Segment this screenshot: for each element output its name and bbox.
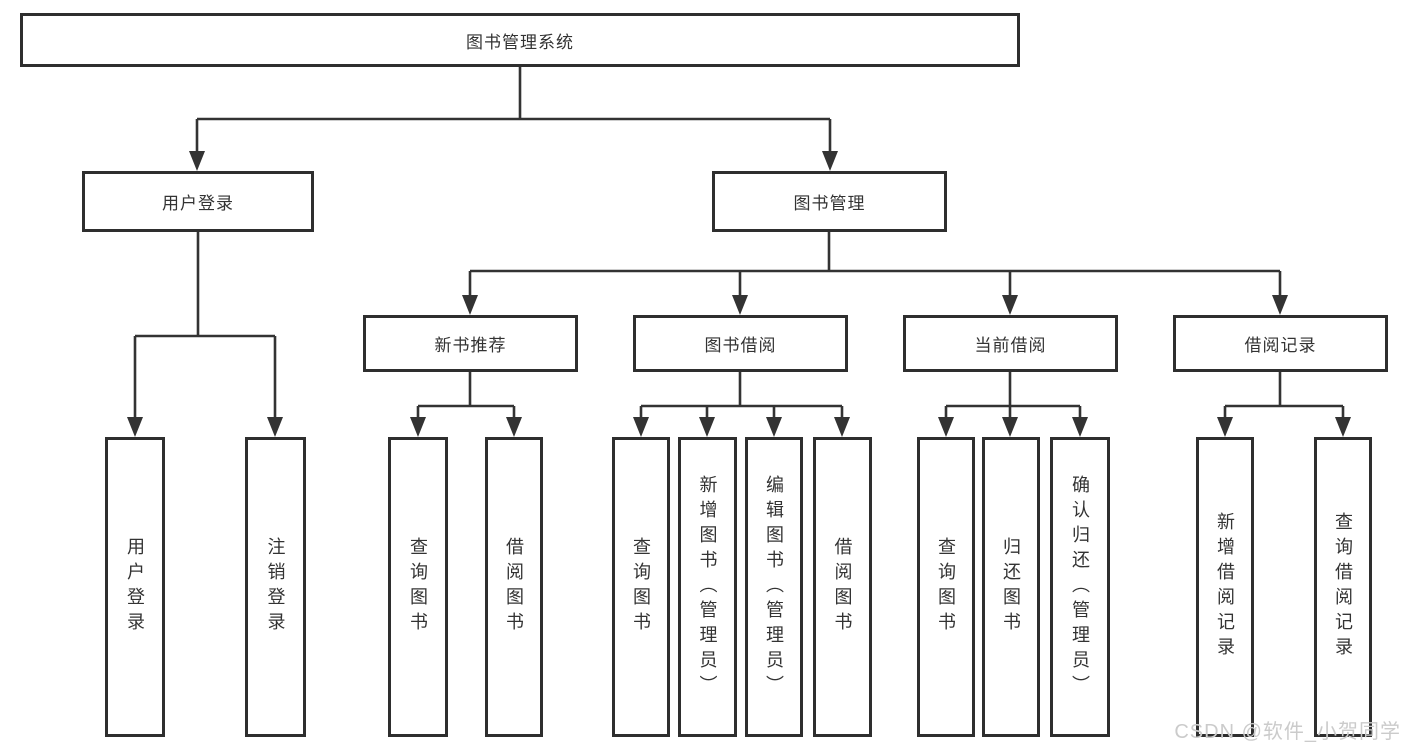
leaf-edit-book-admin-label: 编辑图书（管理员） bbox=[764, 474, 784, 700]
leaf-add-borrow-record: 新增借阅记录 bbox=[1196, 437, 1254, 737]
leaf-query-books-borrow-label: 查询图书 bbox=[631, 537, 651, 637]
csdn-watermark: CSDN @软件_小贺同学 bbox=[1174, 721, 1401, 743]
leaf-query-books-recommend-label: 查询图书 bbox=[408, 537, 428, 637]
leaf-return-books: 归还图书 bbox=[982, 437, 1040, 737]
leaf-edit-book-admin: 编辑图书（管理员） bbox=[745, 437, 803, 737]
leaf-confirm-return-admin: 确认归还（管理员） bbox=[1050, 437, 1110, 737]
leaf-confirm-return-admin-label: 确认归还（管理员） bbox=[1070, 474, 1090, 700]
leaf-query-books-current-label: 查询图书 bbox=[936, 537, 956, 637]
node-book-borrow: 图书借阅 bbox=[633, 315, 848, 372]
node-book-management: 图书管理 bbox=[712, 171, 947, 232]
leaf-borrow-books-recommend: 借阅图书 bbox=[485, 437, 543, 737]
leaf-query-borrow-record: 查询借阅记录 bbox=[1314, 437, 1372, 737]
leaf-logout: 注销登录 bbox=[245, 437, 306, 737]
leaf-return-books-label: 归还图书 bbox=[1001, 537, 1021, 637]
leaf-add-borrow-record-label: 新增借阅记录 bbox=[1215, 512, 1235, 662]
node-root-system: 图书管理系统 bbox=[20, 13, 1020, 67]
node-user-login: 用户登录 bbox=[82, 171, 314, 232]
leaf-add-book-admin-label: 新增图书（管理员） bbox=[697, 474, 718, 700]
node-current-borrow: 当前借阅 bbox=[903, 315, 1118, 372]
leaf-logout-label: 注销登录 bbox=[265, 537, 286, 637]
leaf-query-borrow-record-label: 查询借阅记录 bbox=[1333, 512, 1353, 662]
node-new-book-recommend: 新书推荐 bbox=[363, 315, 578, 372]
node-borrow-records: 借阅记录 bbox=[1173, 315, 1388, 372]
leaf-user-login-label: 用户登录 bbox=[125, 537, 145, 637]
leaf-query-books-borrow: 查询图书 bbox=[612, 437, 670, 737]
leaf-query-books-current: 查询图书 bbox=[917, 437, 975, 737]
leaf-borrow-books-label: 借阅图书 bbox=[832, 537, 853, 637]
leaf-borrow-books-recommend-label: 借阅图书 bbox=[504, 537, 524, 637]
leaf-query-books-recommend: 查询图书 bbox=[388, 437, 448, 737]
leaf-borrow-books: 借阅图书 bbox=[813, 437, 872, 737]
leaf-add-book-admin: 新增图书（管理员） bbox=[678, 437, 737, 737]
leaf-user-login: 用户登录 bbox=[105, 437, 165, 737]
